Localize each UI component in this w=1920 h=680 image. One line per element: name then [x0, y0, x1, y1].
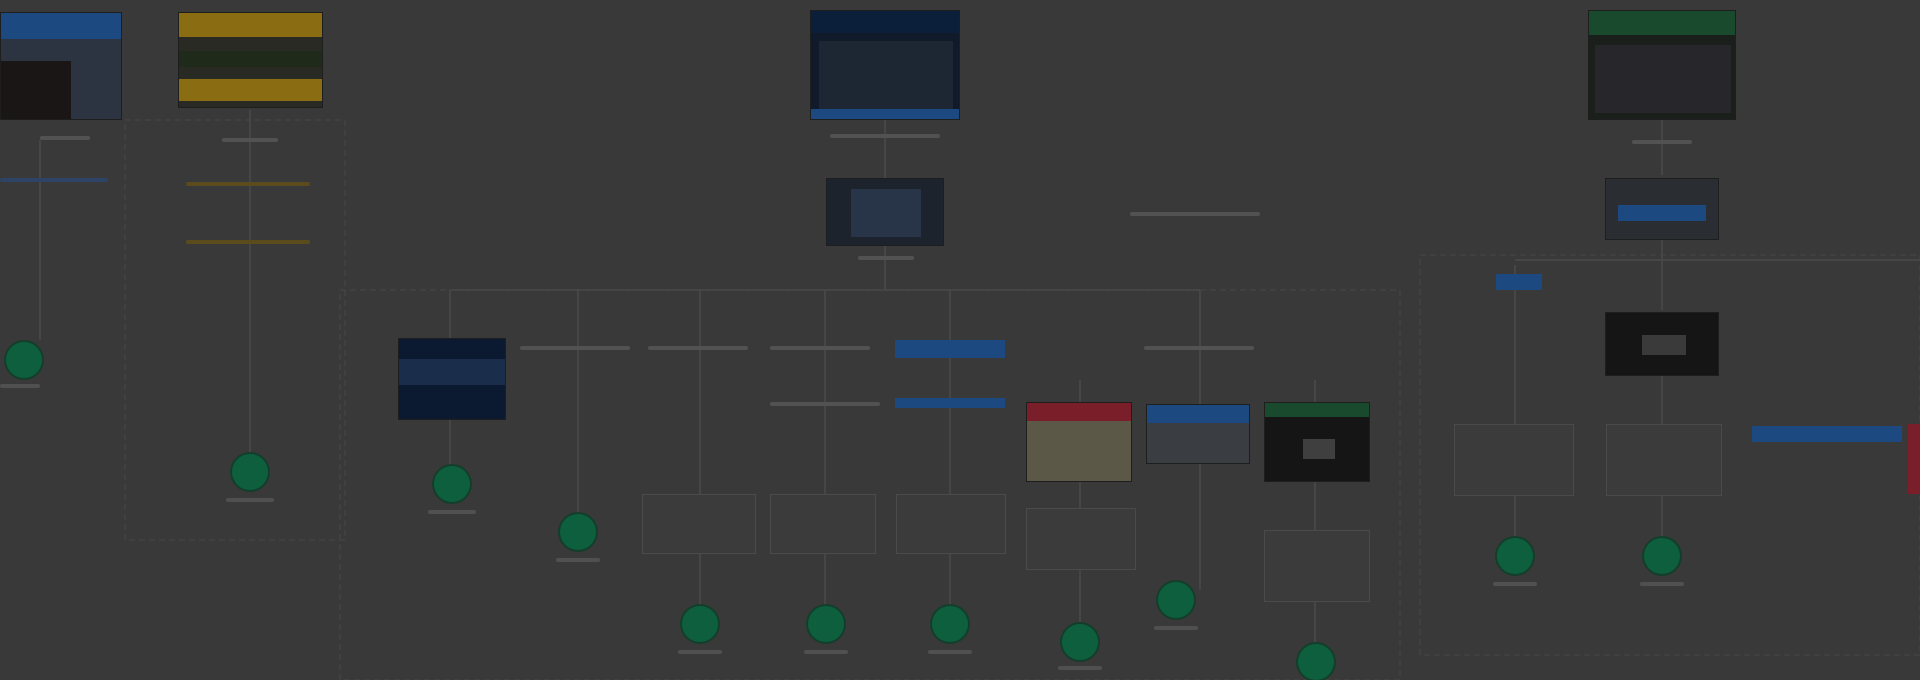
end-node[interactable] — [1062, 624, 1098, 660]
screen-header-bar — [811, 11, 959, 33]
group-frame-left — [124, 119, 346, 541]
screen-thumbnail-b[interactable] — [178, 12, 323, 108]
end-node-caption — [428, 510, 476, 514]
end-node-caption — [1058, 666, 1102, 670]
end-node-caption — [1154, 626, 1198, 630]
screen-header-bar — [1265, 403, 1369, 417]
placeholder-card — [1026, 508, 1136, 570]
screen-image — [851, 189, 921, 237]
placeholder-card — [770, 494, 876, 554]
placeholder-card — [1606, 424, 1722, 496]
screen-header-bar — [1589, 11, 1735, 35]
end-node[interactable] — [1158, 582, 1194, 618]
node-caption — [40, 136, 90, 140]
screen-thumbnail-j[interactable] — [1264, 402, 1370, 482]
node-caption — [520, 346, 630, 350]
end-node-caption — [678, 650, 722, 654]
end-node[interactable] — [932, 606, 968, 642]
end-node-caption — [0, 384, 40, 388]
end-node[interactable] — [1644, 538, 1680, 574]
screen-strip-blue — [1752, 426, 1902, 442]
screen-strip-blue — [895, 340, 1005, 358]
end-node[interactable] — [560, 514, 596, 550]
group-frame-center — [339, 289, 1401, 680]
end-node[interactable] — [1298, 644, 1334, 680]
screen-header-bar — [1027, 403, 1131, 421]
node-caption — [770, 402, 880, 406]
node-caption — [648, 346, 748, 350]
screen-footer-bar — [811, 109, 959, 119]
screen-strip-red — [1908, 424, 1920, 494]
end-node-caption — [1640, 582, 1684, 586]
placeholder-card — [642, 494, 756, 554]
end-node-caption — [804, 650, 848, 654]
end-node-caption — [556, 558, 600, 562]
end-node[interactable] — [808, 606, 844, 642]
screen-thumbnail-e[interactable] — [826, 178, 944, 246]
screen-image — [1303, 439, 1335, 459]
node-caption — [186, 240, 310, 244]
node-caption — [1130, 212, 1260, 216]
screen-band — [179, 51, 322, 67]
node-caption — [858, 256, 914, 260]
screen-header-bar — [1, 13, 121, 39]
placeholder-card — [1264, 530, 1370, 602]
screen-thumbnail-k[interactable] — [1605, 178, 1719, 240]
screen-thumbnail-a[interactable] — [0, 12, 122, 120]
screen-image — [1618, 205, 1706, 221]
node-caption — [186, 182, 310, 186]
end-node-caption — [226, 498, 274, 502]
screen-image — [1595, 45, 1731, 113]
end-node-caption — [928, 650, 972, 654]
screen-header-bar — [1147, 405, 1249, 423]
screen-image — [819, 41, 953, 109]
screen-band — [179, 79, 322, 101]
node-caption — [0, 178, 108, 182]
screen-strip-blue — [895, 398, 1005, 408]
screen-strip-blue — [1496, 274, 1542, 290]
group-frame-right — [1419, 254, 1920, 656]
placeholder-card — [1454, 424, 1574, 496]
screen-image — [1, 61, 71, 119]
screen-thumbnail-c[interactable] — [810, 10, 960, 120]
node-caption — [222, 138, 278, 142]
screen-thumbnail-g[interactable] — [1605, 312, 1719, 376]
end-node[interactable] — [682, 606, 718, 642]
end-node[interactable] — [1497, 538, 1533, 574]
node-caption — [830, 134, 940, 138]
end-node-caption — [1493, 582, 1537, 586]
end-node[interactable] — [434, 466, 470, 502]
screen-image — [1642, 335, 1686, 355]
screen-thumbnail-h[interactable] — [1026, 402, 1132, 482]
node-caption — [770, 346, 870, 350]
screen-thumbnail-f[interactable] — [398, 338, 506, 420]
screen-thumbnail-d[interactable] — [1588, 10, 1736, 120]
node-caption — [1632, 140, 1692, 144]
screen-header-bar — [179, 13, 322, 37]
node-caption — [1144, 346, 1254, 350]
end-node[interactable] — [232, 454, 268, 490]
screen-thumbnail-i[interactable] — [1146, 404, 1250, 464]
end-node[interactable] — [6, 342, 42, 378]
screen-band — [399, 359, 505, 385]
placeholder-card — [896, 494, 1006, 554]
